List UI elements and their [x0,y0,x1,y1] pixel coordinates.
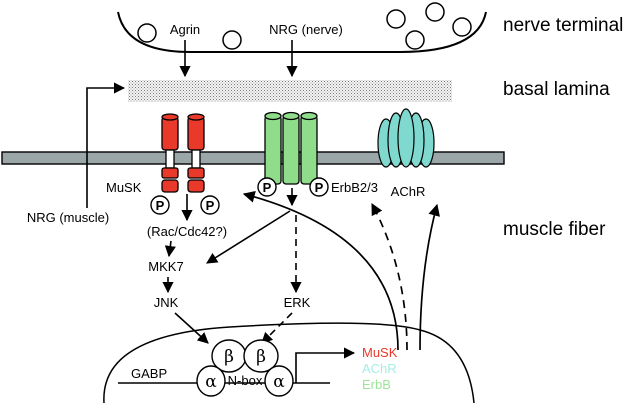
gabp-label: GABP [131,366,167,381]
erbb-transport-arrow [371,202,408,351]
beta-subunit-left: β [224,347,234,367]
transcription-start-arrow [295,347,356,383]
basal-lamina-label: basal lamina [503,79,610,100]
svg-text:P: P [156,198,165,213]
mkk7-label: MKK7 [148,259,183,274]
erk-label: ERK [284,295,311,310]
achr-label: AChR [391,184,426,199]
n-box-label: N-box [228,373,263,388]
basal-lamina-band [128,80,452,102]
jnk-label: JNK [154,295,179,310]
gabp-complex [196,339,294,397]
gene-erbb: ErbB [362,377,391,392]
nrg-muscle-arrow [86,82,126,208]
musk-label: MuSK [106,180,142,195]
agrin-label: Agrin [170,22,200,37]
nrg-nerve-label: NRG (nerve) [269,22,343,37]
svg-text:P: P [263,180,272,195]
erbb-phospho-left: P [257,177,277,197]
nrg-muscle-label: NRG (muscle) [27,210,109,225]
beta-subunit-right: β [256,347,266,367]
alpha-subunit-right: α [273,372,285,392]
gene-musk: MuSK [362,345,398,360]
erbb-phospho-right: P [309,177,329,197]
musk-pathway-arrows [162,194,209,344]
erbb-pathway-arrows [261,188,302,344]
achr-receptor [377,108,435,168]
alpha-subunit-left: α [205,372,217,392]
musk-phospho-left: P [150,195,170,215]
musk-phospho-right: P [200,195,220,215]
nucleus-envelope [103,322,475,403]
achr-transport-arrow [419,203,440,351]
musk-transport-arrow [242,191,399,351]
erbb-label: ErbB2/3 [331,180,378,195]
musk-receptor [161,113,205,193]
nerve-terminal-outline [117,11,487,53]
erbb-receptor [264,111,318,185]
rac-cdc42-label: (Rac/Cdc42?) [147,224,227,239]
gene-achr: AChR [362,361,397,376]
nerve-terminal-label: nerve terminal [503,15,623,36]
svg-text:P: P [315,180,324,195]
muscle-fiber-label: muscle fiber [503,219,606,240]
erbb-to-mkk7-arrow [206,210,291,264]
synaptic-vesicles [137,2,472,50]
svg-text:P: P [206,198,215,213]
